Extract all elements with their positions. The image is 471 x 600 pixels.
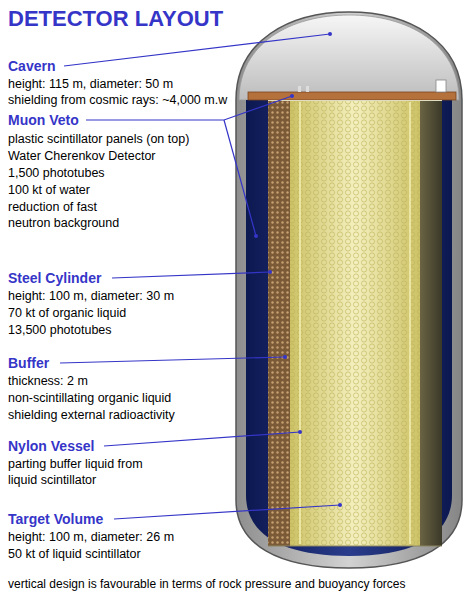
steel-cylinder-wall [420, 100, 442, 546]
caption-note: vertical design is favourable in terms o… [8, 576, 406, 592]
part-description: parting buffer liquid from liquid scinti… [8, 456, 158, 488]
cavern-dome [239, 15, 459, 100]
part-description: height: 100 m, diameter: 30 m [8, 288, 174, 304]
phototube-pattern [290, 100, 420, 546]
part-description: 100 kt of water [8, 182, 90, 198]
scintillator-panels [248, 92, 456, 100]
leader-line [60, 357, 285, 363]
nylon-vessel-edge [409, 102, 410, 544]
top-pipe [298, 86, 301, 92]
part-heading: Buffer [8, 355, 49, 371]
part-description: 70 kt of organic liquid [8, 305, 126, 321]
leader-dot [290, 94, 294, 98]
part-description: 1,500 phototubes [8, 165, 105, 181]
leader-dot [298, 430, 302, 434]
part-heading: Muon Veto [8, 112, 79, 128]
part-description: reduction of fast neutron background [8, 199, 133, 231]
buffer-layer [268, 100, 290, 546]
water-tank [246, 100, 452, 556]
leader-line [224, 120, 256, 236]
part-description: 13,500 phototubes [8, 322, 112, 338]
cylinder-rim [268, 100, 442, 101]
leader-line [104, 432, 300, 446]
part-description: plastic scintillator panels (on top) [8, 131, 189, 147]
part-heading: Cavern [8, 58, 55, 74]
cavern-shell [236, 12, 462, 568]
leader-line [112, 272, 270, 278]
part-description: shielding external radioactivity [8, 407, 175, 423]
part-description: non-scintillating organic liquid [8, 390, 171, 406]
part-description: Water Cherenkov Detector [8, 148, 156, 164]
part-description: thickness: 2 m [8, 373, 88, 389]
nylon-vessel-glow [408, 102, 412, 544]
leader-dot [338, 503, 342, 507]
leader-line [114, 505, 340, 519]
leader-dot [254, 234, 258, 238]
top-structure [436, 80, 446, 92]
leader-dots [254, 32, 342, 507]
part-description: 50 kt of liquid scintillator [8, 546, 141, 562]
part-description: shielding from cosmic rays: ~4,000 m.w [8, 92, 227, 108]
top-pipe [306, 86, 309, 92]
part-description: height: 115 m, diameter: 50 m [8, 76, 173, 92]
target-volume [290, 100, 420, 546]
title: DETECTOR LAYOUT [8, 6, 223, 32]
part-heading: Nylon Vessel [8, 438, 94, 454]
part-heading: Target Volume [8, 511, 103, 527]
leader-dot [283, 355, 287, 359]
part-description: height: 100 m, diameter: 26 m [8, 529, 174, 545]
leader-dot [328, 32, 332, 36]
leader-dot [268, 270, 272, 274]
part-heading: Steel Cylinder [8, 270, 101, 286]
cylinder-bottom [268, 546, 442, 547]
nylon-vessel-edge [299, 102, 300, 544]
nylon-vessel-glow [298, 102, 302, 544]
leader-line [64, 34, 330, 66]
